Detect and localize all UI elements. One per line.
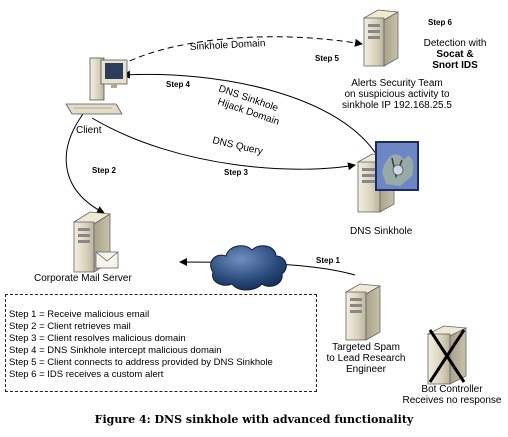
internet-cloud-icon [210, 245, 287, 291]
figure-caption: Figure 4: DNS sinkhole with advanced fun… [94, 413, 414, 426]
spam-label-line3: Engineer [345, 364, 387, 375]
detection-label-line3: Snort IDS [432, 60, 478, 71]
step5-label: Step 5 [315, 54, 340, 63]
alerts-label-line1: Alerts Security Team [351, 78, 443, 89]
step6-label: Step 6 [428, 18, 453, 27]
bot-label-line2: Receives no response [402, 395, 502, 406]
arrow-hijack-domain [122, 70, 379, 158]
legend-item: Step 5 = Client connects to address prov… [9, 357, 273, 368]
client-label: Client [76, 125, 102, 136]
bot-controller-server-icon [426, 325, 468, 385]
dns-sinkhole-server-icon [356, 141, 419, 213]
legend-item: Step 3 = Client resolves malicious domai… [9, 333, 186, 344]
mail-server-label: Corporate Mail Server [34, 273, 132, 284]
detection-label-line2: Socat & [436, 49, 474, 60]
spam-label-line2: to Lead Research [326, 353, 406, 364]
steps-legend-box: Step 1 = Receive malicious email Step 2 … [5, 294, 317, 392]
step3-label: Step 3 [224, 168, 249, 177]
detection-label-line1: Detection with [423, 38, 487, 49]
step1-label: Step 1 [316, 256, 341, 265]
label-dns-query: DNS Query [211, 135, 263, 157]
dns-sinkhole-label: DNS Sinkhole [350, 226, 413, 237]
arrow-dns-query [91, 117, 356, 171]
bot-label-line1: Bot Controller [421, 384, 483, 395]
legend-item: Step 6 = IDS receives a custom alert [9, 369, 164, 380]
arrow-sinkhole-domain [111, 36, 363, 71]
step4-label: Step 4 [166, 80, 191, 89]
alerts-label-line2: on suspicious activity to [344, 89, 450, 100]
legend-item: Step 1 = Receive malicious email [9, 309, 150, 320]
legend-item: Step 2 = Client retrieves mail [9, 321, 131, 332]
legend-item: Step 4 = DNS Sinkhole intercept maliciou… [9, 345, 222, 356]
step2-label: Step 2 [92, 166, 117, 175]
spam-label-line1: Targeted Spam [332, 342, 400, 353]
client-computer-icon [65, 57, 128, 115]
ids-server-icon [362, 9, 400, 67]
mail-server-icon [72, 211, 119, 273]
arrow-spam-to-mail [179, 258, 356, 276]
label-sinkhole-domain: Sinkhole Domain [190, 38, 266, 53]
spam-server-icon [344, 283, 382, 341]
alerts-label-line3: sinkhole IP 192.168.25.5 [342, 100, 452, 111]
arrow-retrieve-mail [65, 109, 105, 214]
